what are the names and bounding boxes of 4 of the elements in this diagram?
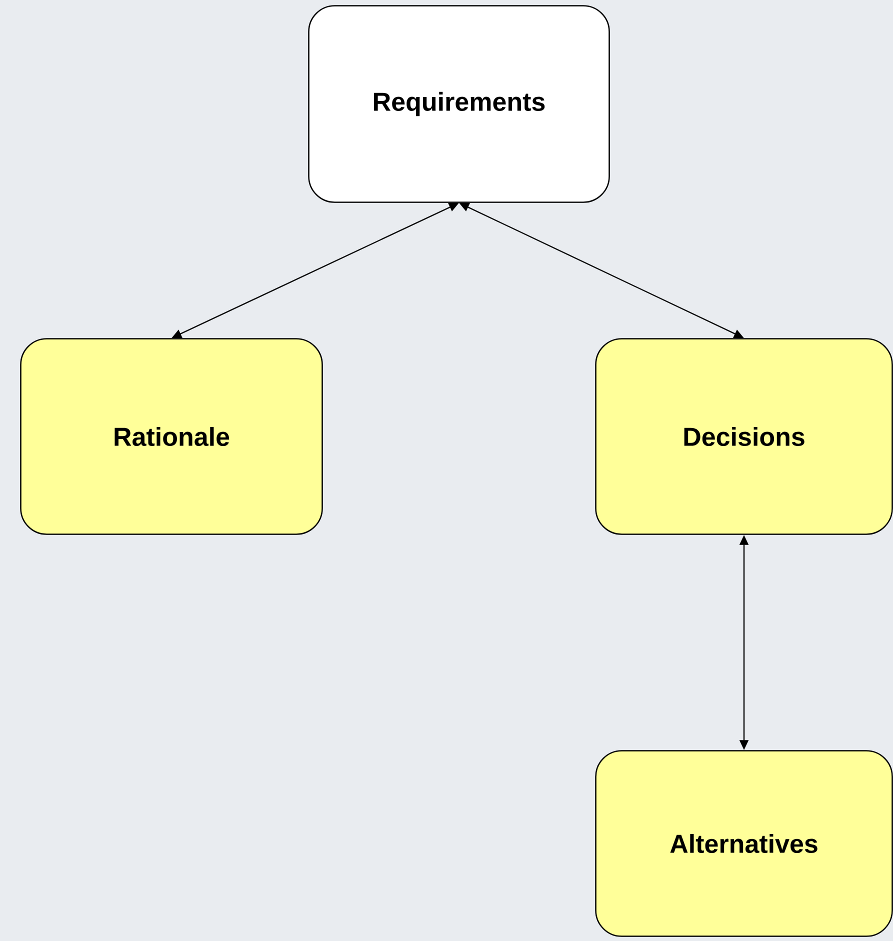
process-box: Alternatives	[595, 750, 893, 937]
requirement-box: Requirements	[308, 5, 610, 203]
process-box: Decisions	[595, 338, 893, 535]
process-box: Rationale	[20, 338, 323, 535]
